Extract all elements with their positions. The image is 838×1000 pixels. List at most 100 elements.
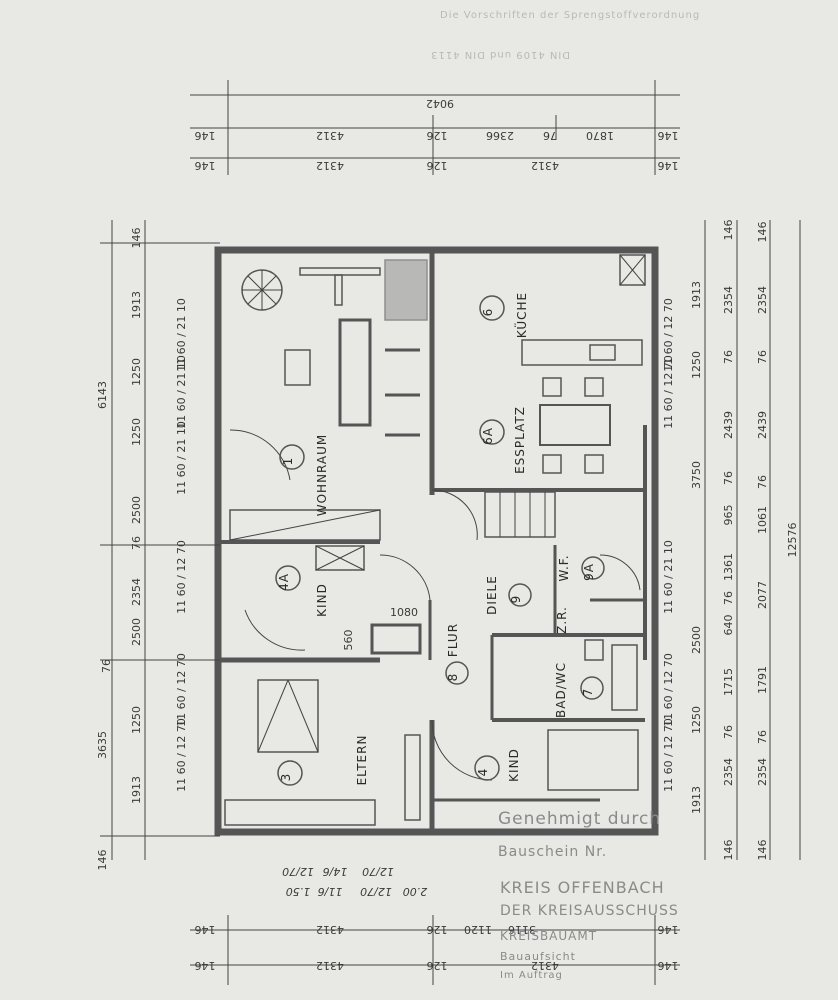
faint-note-1: Die Vorschriften der Sprengstoffverordnu… (440, 10, 700, 21)
dim-top-overall: 9042 (426, 97, 454, 110)
dim-right-c1-8: 640 (722, 615, 735, 636)
hand-note-4: 11/6 (318, 885, 343, 898)
hand-note-3: 1.50 (286, 885, 311, 898)
dim-bottom-r1-0: 146 (195, 923, 216, 936)
dim-top-r1-6: 146 (658, 129, 679, 142)
dim-left-opening-4: 11 60 / 12 70 (175, 653, 188, 727)
dim-right-c2-6: 1061 (756, 506, 769, 534)
room-number-6: 6 (481, 308, 495, 317)
room-marker-9a (581, 556, 605, 580)
room-number-7: 7 (581, 688, 595, 697)
dim-left-seg-7: 2500 (130, 618, 143, 646)
bottom-dimension-chains: 146 4312 126 1120 3116 146 146 4312 126 … (190, 865, 680, 985)
stamp-line-1: Genehmigt durch (498, 809, 661, 829)
stamp-line-7: Im Auftrag (500, 970, 563, 981)
dim-right-c2-11: 146 (756, 840, 769, 861)
dim-left-opening-5: 11 60 / 12 70 (175, 718, 188, 792)
dim-top-r1-0: 146 (195, 129, 216, 142)
room-number-1: 1 (281, 457, 295, 466)
stamp-line-3: KREIS OFFENBACH (500, 878, 665, 897)
fixtures (224, 254, 646, 826)
dim-left-seg-4: 2500 (130, 496, 143, 524)
room-name-kueche: KÜCHE (513, 292, 529, 338)
room-name-zr: Z.R. (555, 606, 569, 634)
room-marker-4 (474, 755, 500, 781)
dim-right-c2-0: 146 (756, 222, 769, 243)
room-marker-4a (275, 565, 301, 591)
approval-stamp: Genehmigt durch Bauschein Nr. KREIS OFFE… (498, 809, 679, 981)
dim-right-c3-3: 1250 (690, 706, 703, 734)
dim-right-total: 12576 (786, 523, 799, 558)
dim-left-seg-10: 1913 (130, 776, 143, 804)
room-name-essplatz: ESSPLATZ (513, 406, 527, 474)
room-marker-8 (445, 661, 469, 685)
dim-right-opening-2: 11 60 / 21 10 (662, 540, 675, 614)
label-560: 560 (342, 630, 355, 651)
dim-right-c3-1: 1250 (690, 351, 703, 379)
dim-right-opening-1: 11 60 / 12 70 (662, 355, 675, 429)
dim-top-r2-2: 126 (427, 159, 448, 172)
dim-right-opening-3: 11 60 / 12 70 (662, 653, 675, 727)
room-marker-7 (580, 676, 604, 700)
dim-right-c1-3: 2439 (722, 411, 735, 439)
dim-right-c1-10: 76 (722, 725, 735, 739)
dim-left-seg-2: 1250 (130, 358, 143, 386)
room-name-wohnraum: WOHNRAUM (315, 434, 329, 517)
dim-top-r1-2: 126 (427, 129, 448, 142)
stamp-line-2: Bauschein Nr. (498, 844, 607, 860)
dim-right-c2-10: 2354 (756, 758, 769, 786)
right-dimension-chains: 12576 146 2354 76 2439 76 965 1361 76 64… (662, 220, 801, 861)
dim-left-seg-8: 76 (100, 659, 113, 673)
hand-note-5: 12/70 (360, 885, 392, 898)
dim-bottom-r2-2: 126 (427, 959, 448, 972)
dim-left-seg-11: 146 (96, 850, 109, 871)
dim-top-r1-5: 1870 (586, 129, 614, 142)
stamp-line-4: DER KREISAUSSCHUSS (500, 903, 679, 919)
dim-left-seg-6: 2354 (130, 578, 143, 606)
dim-right-c1-5: 965 (722, 505, 735, 526)
room-name-flur: FLUR (446, 623, 460, 657)
room-name-kind-4: KIND (507, 748, 521, 782)
room-number-3: 3 (279, 773, 293, 782)
room-name-bad-wc: BAD/WC (554, 662, 568, 718)
dim-bottom-r2-1: 4312 (316, 959, 344, 972)
left-dimension-chains: 6143 3635 146 1913 1250 1250 2500 76 235… (96, 220, 220, 871)
room-name-diele: DIELE (485, 575, 499, 615)
room-number-9a: 9A (582, 563, 596, 581)
dim-right-c3-2: 2500 (690, 626, 703, 654)
room-marker-6a (479, 419, 505, 445)
dim-top-r2-3: 4312 (531, 159, 559, 172)
dim-right-opening-4: 11 60 / 12 70 (662, 718, 675, 792)
dim-right-c3-4: 1913 (690, 786, 703, 814)
dim-left-seg-1: 1913 (130, 291, 143, 319)
dim-right-c2-5: 76 (756, 475, 769, 489)
dim-top-r1-1: 4312 (316, 129, 344, 142)
room-name-wf: W.F. (557, 554, 571, 581)
dim-bottom-r1-5: 146 (658, 923, 679, 936)
dim-left-opening-0: 11 60 / 21 10 (175, 298, 188, 372)
dim-right-c2-3: 2439 (756, 411, 769, 439)
dim-left-opening-1: 11 60 / 21 10 (175, 355, 188, 429)
dim-top-r2-0: 146 (195, 159, 216, 172)
dim-right-opening-0: 11 60 / 12 70 (662, 298, 675, 372)
dim-bottom-r1-2: 126 (427, 923, 448, 936)
room-marker-1 (279, 444, 305, 470)
dim-right-c2-4: 3750 (690, 461, 703, 489)
room-name-kind-4a: KIND (315, 583, 329, 617)
dim-bottom-r2-4: 146 (658, 959, 679, 972)
dim-bottom-r1-1: 4312 (316, 923, 344, 936)
dim-right-c2-7: 2077 (756, 581, 769, 609)
dim-right-c1-0: 146 (722, 220, 735, 241)
room-number-4a: 4A (277, 573, 291, 591)
label-1080: 1080 (390, 606, 418, 619)
dim-right-c2-1: 2354 (756, 286, 769, 314)
room-marker-9 (508, 583, 532, 607)
hand-note-2: 12/70 (362, 865, 394, 878)
dim-left-total-0: 6143 (96, 381, 109, 409)
stamp-line-6: Bauaufsicht (500, 950, 576, 963)
room-number-9: 9 (509, 595, 523, 604)
dim-bottom-r2-0: 146 (195, 959, 216, 972)
dim-top-r1-3: 2366 (486, 129, 514, 142)
dim-top-r1-4: 76 (543, 129, 557, 142)
dim-left-total-1: 3635 (96, 731, 109, 759)
